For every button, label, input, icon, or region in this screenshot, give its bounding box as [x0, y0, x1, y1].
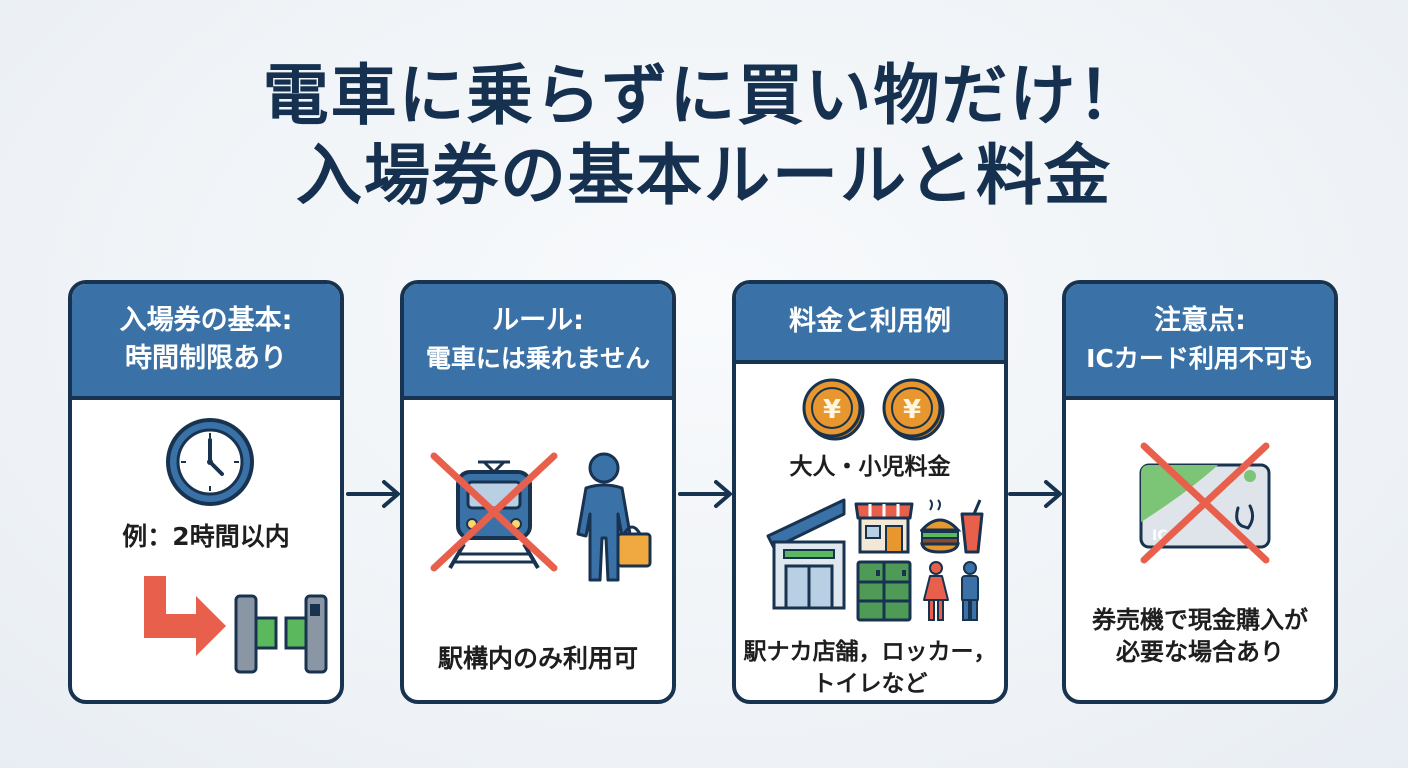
card-fares-header-line1: 料金と利用例: [789, 306, 951, 337]
card-cautions-body: IC 券売機で現金購入が 必要な場合あり: [1066, 400, 1334, 700]
card-fares-caption-line2: トイレなど: [812, 671, 928, 697]
card-fares-header: 料金と利用例: [736, 284, 1004, 364]
card-basics-header: 入場券の基本: 時間制限あり: [72, 284, 340, 400]
yen-coin-icon: ¥: [882, 378, 945, 441]
card-cautions-header: 注意点: ICカード利用不可も: [1066, 284, 1334, 400]
card-cautions-header-line1: 注意点:: [1154, 305, 1246, 336]
locker-icon: [856, 560, 912, 622]
ticket-gate-icon: [234, 594, 328, 674]
card-cautions-header-line2: ICカード利用不可も: [1086, 344, 1314, 373]
station-building-icon: [766, 498, 846, 610]
card-basics-body: 例：2時間以内: [72, 400, 340, 700]
svg-text:¥: ¥: [823, 395, 841, 425]
card-basics: 入場券の基本: 時間制限あり 例：2時間以内: [68, 280, 344, 704]
card-cautions: 注意点: ICカード利用不可も IC 券売機で現金購入が 必要な場合あり: [1062, 280, 1338, 704]
title-line-2: 入場券の基本ルールと料金: [296, 137, 1112, 214]
card-rules-header-line1: ルール:: [492, 305, 584, 336]
restroom-icon: [923, 561, 979, 621]
flow-arrow-icon: [1008, 480, 1062, 508]
card-fares-body: ¥ ¥ 大人・小児料金: [736, 364, 1004, 700]
card-rules: ルール: 電車には乗れません: [400, 280, 676, 704]
fare-label: 大人・小児料金: [789, 454, 951, 480]
flow-arrow-icon: [678, 480, 732, 508]
card-basics-header-line2: 時間制限あり: [125, 343, 287, 374]
card-fares-caption: 駅ナカ店舗，ロッカー， トイレなど: [736, 636, 1004, 700]
card-fares: 料金と利用例 ¥ ¥ 大人・小児料金: [732, 280, 1008, 704]
card-rules-header-line2: 電車には乗れません: [425, 344, 651, 373]
page-title: 電車に乗らずに買い物だけ！ 入場券の基本ルールと料金: [0, 56, 1408, 216]
yen-coin-icon: ¥: [802, 378, 865, 441]
card-basics-header-line1: 入場券の基本:: [119, 305, 293, 336]
card-basics-caption: 例：2時間以内: [122, 522, 290, 551]
title-line-1: 電車に乗らずに買い物だけ！: [262, 57, 1146, 134]
card-rules-caption: 駅構内のみ利用可: [437, 644, 638, 673]
cross-icon: [1140, 442, 1270, 564]
shop-icon: [854, 502, 914, 554]
card-cautions-caption-line1: 券売機で現金購入が: [1092, 606, 1308, 634]
card-rules-header: ルール: 電車には乗れません: [404, 284, 672, 400]
flow-arrow-icon: [346, 480, 400, 508]
svg-text:¥: ¥: [903, 395, 921, 425]
turn-arrow-icon: [144, 576, 226, 656]
card-fares-caption-line1: 駅ナカ店舗，ロッカー，: [743, 639, 997, 665]
cross-icon: [430, 452, 558, 572]
food-icon: [920, 499, 984, 554]
card-rules-body: 駅構内のみ利用可: [404, 400, 672, 700]
person-with-bag-icon: [576, 452, 652, 582]
card-cautions-caption-line2: 必要な場合あり: [1116, 638, 1284, 666]
clock-icon: [166, 418, 254, 506]
card-cautions-caption: 券売機で現金購入が 必要な場合あり: [1066, 604, 1334, 668]
